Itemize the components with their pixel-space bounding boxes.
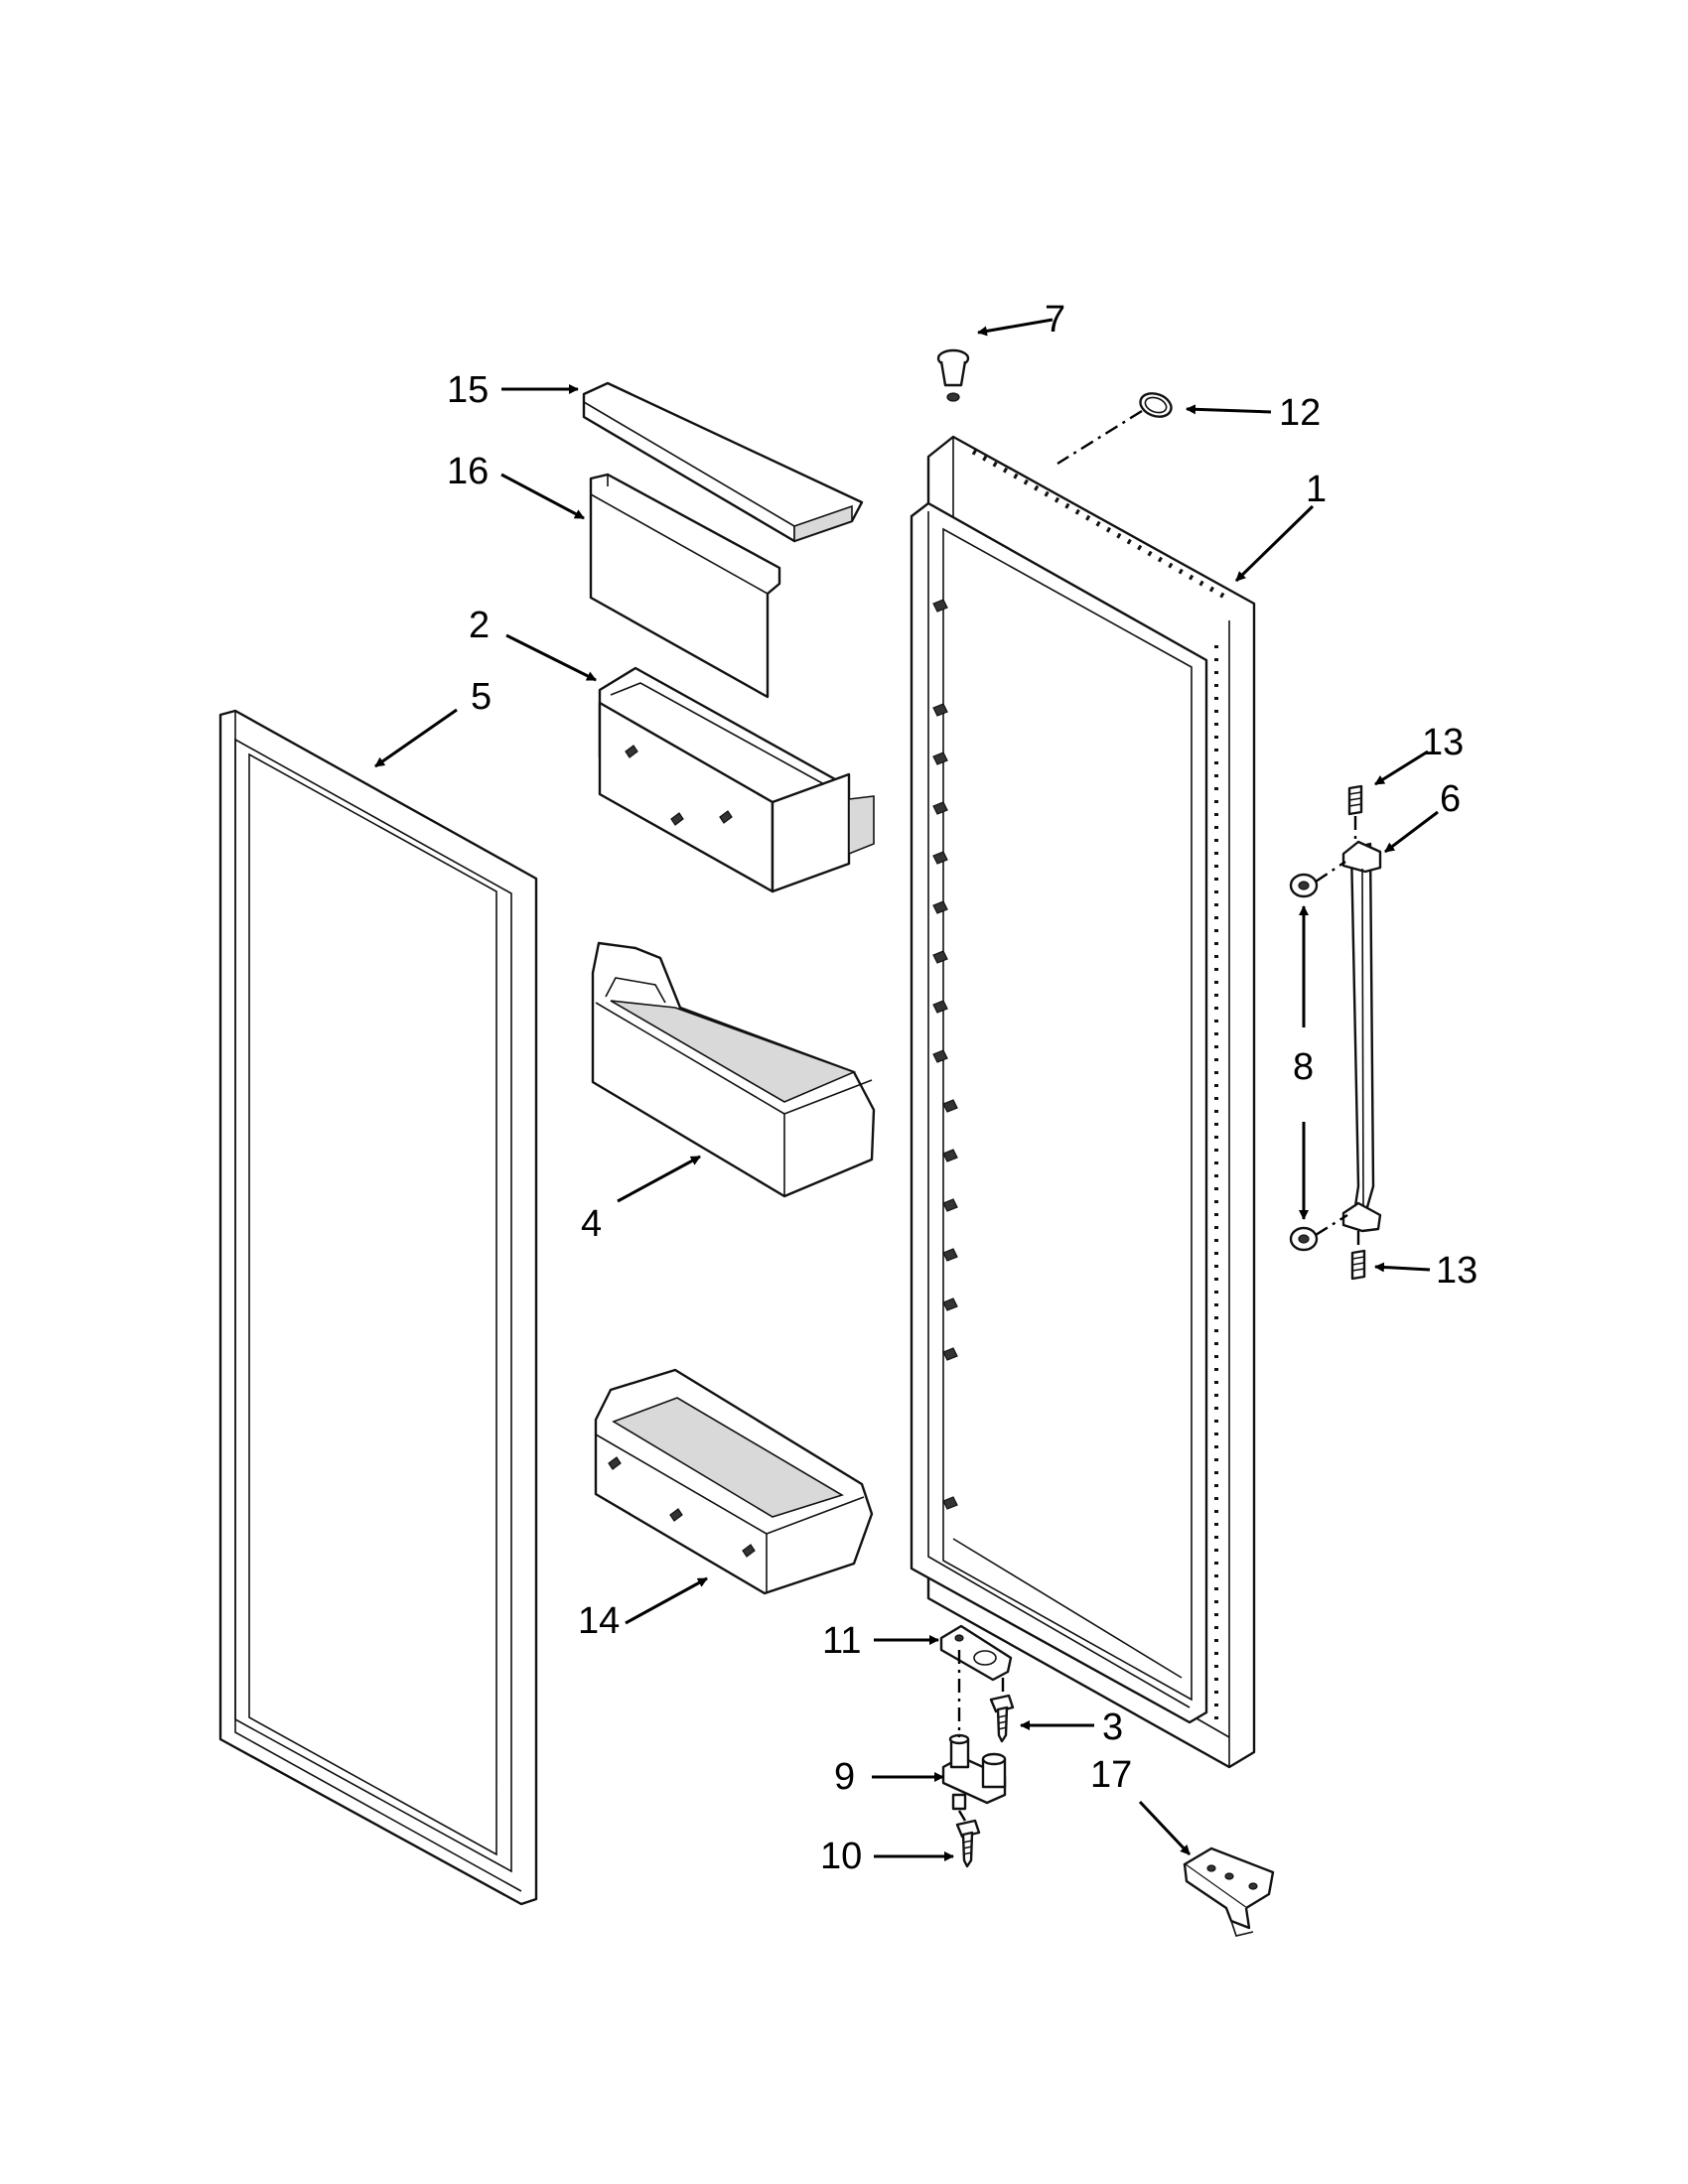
- callout-7: 7: [1045, 299, 1065, 341]
- door-bin-part: [591, 941, 876, 1198]
- handle-spacer-part: [1289, 873, 1319, 898]
- callout-labels: 7 12 1 15 16 2 5 13 6 8 13 4 14 11 3 9 1…: [447, 299, 1477, 1877]
- callout-15: 15: [447, 369, 489, 411]
- hinge-bolt-part: [955, 1819, 981, 1868]
- callout-10: 10: [820, 1836, 862, 1877]
- hole-plug-part: [1139, 392, 1173, 418]
- lower-hinge-part: [941, 1733, 1007, 1811]
- callout-13-bottom: 13: [1436, 1250, 1477, 1292]
- callout-1: 1: [1306, 469, 1327, 510]
- hinge-cover-part: [1183, 1846, 1275, 1937]
- callout-2: 2: [469, 605, 490, 646]
- dairy-door-part: [589, 473, 781, 699]
- hinge-bushing-part: [936, 348, 970, 402]
- callout-5: 5: [471, 676, 492, 718]
- handle-screw-part: [1350, 1249, 1366, 1281]
- callout-8: 8: [1293, 1046, 1314, 1088]
- callout-13-top: 13: [1422, 722, 1464, 763]
- door-assembly-part: [910, 435, 1256, 1769]
- lower-door-bin-part: [594, 1368, 874, 1595]
- dairy-cover-part: [582, 381, 864, 543]
- callout-12: 12: [1279, 392, 1321, 434]
- callout-4: 4: [581, 1203, 602, 1245]
- handle-spacer-part: [1289, 1226, 1319, 1252]
- hinge-screw-part: [989, 1694, 1015, 1743]
- handle-screw-part: [1347, 784, 1363, 816]
- door-gasket-part: [218, 709, 538, 1906]
- door-handle-part: [1341, 840, 1382, 1233]
- callout-17: 17: [1090, 1754, 1132, 1796]
- dairy-bin-part: [598, 666, 875, 893]
- callout-11: 11: [822, 1620, 861, 1662]
- hinge-shim-part: [939, 1624, 1013, 1682]
- callout-9: 9: [834, 1756, 855, 1798]
- callout-16: 16: [447, 451, 489, 492]
- callout-6: 6: [1440, 778, 1461, 820]
- callout-3: 3: [1102, 1706, 1123, 1748]
- callout-14: 14: [578, 1600, 620, 1642]
- leader-lines: [374, 318, 1439, 1861]
